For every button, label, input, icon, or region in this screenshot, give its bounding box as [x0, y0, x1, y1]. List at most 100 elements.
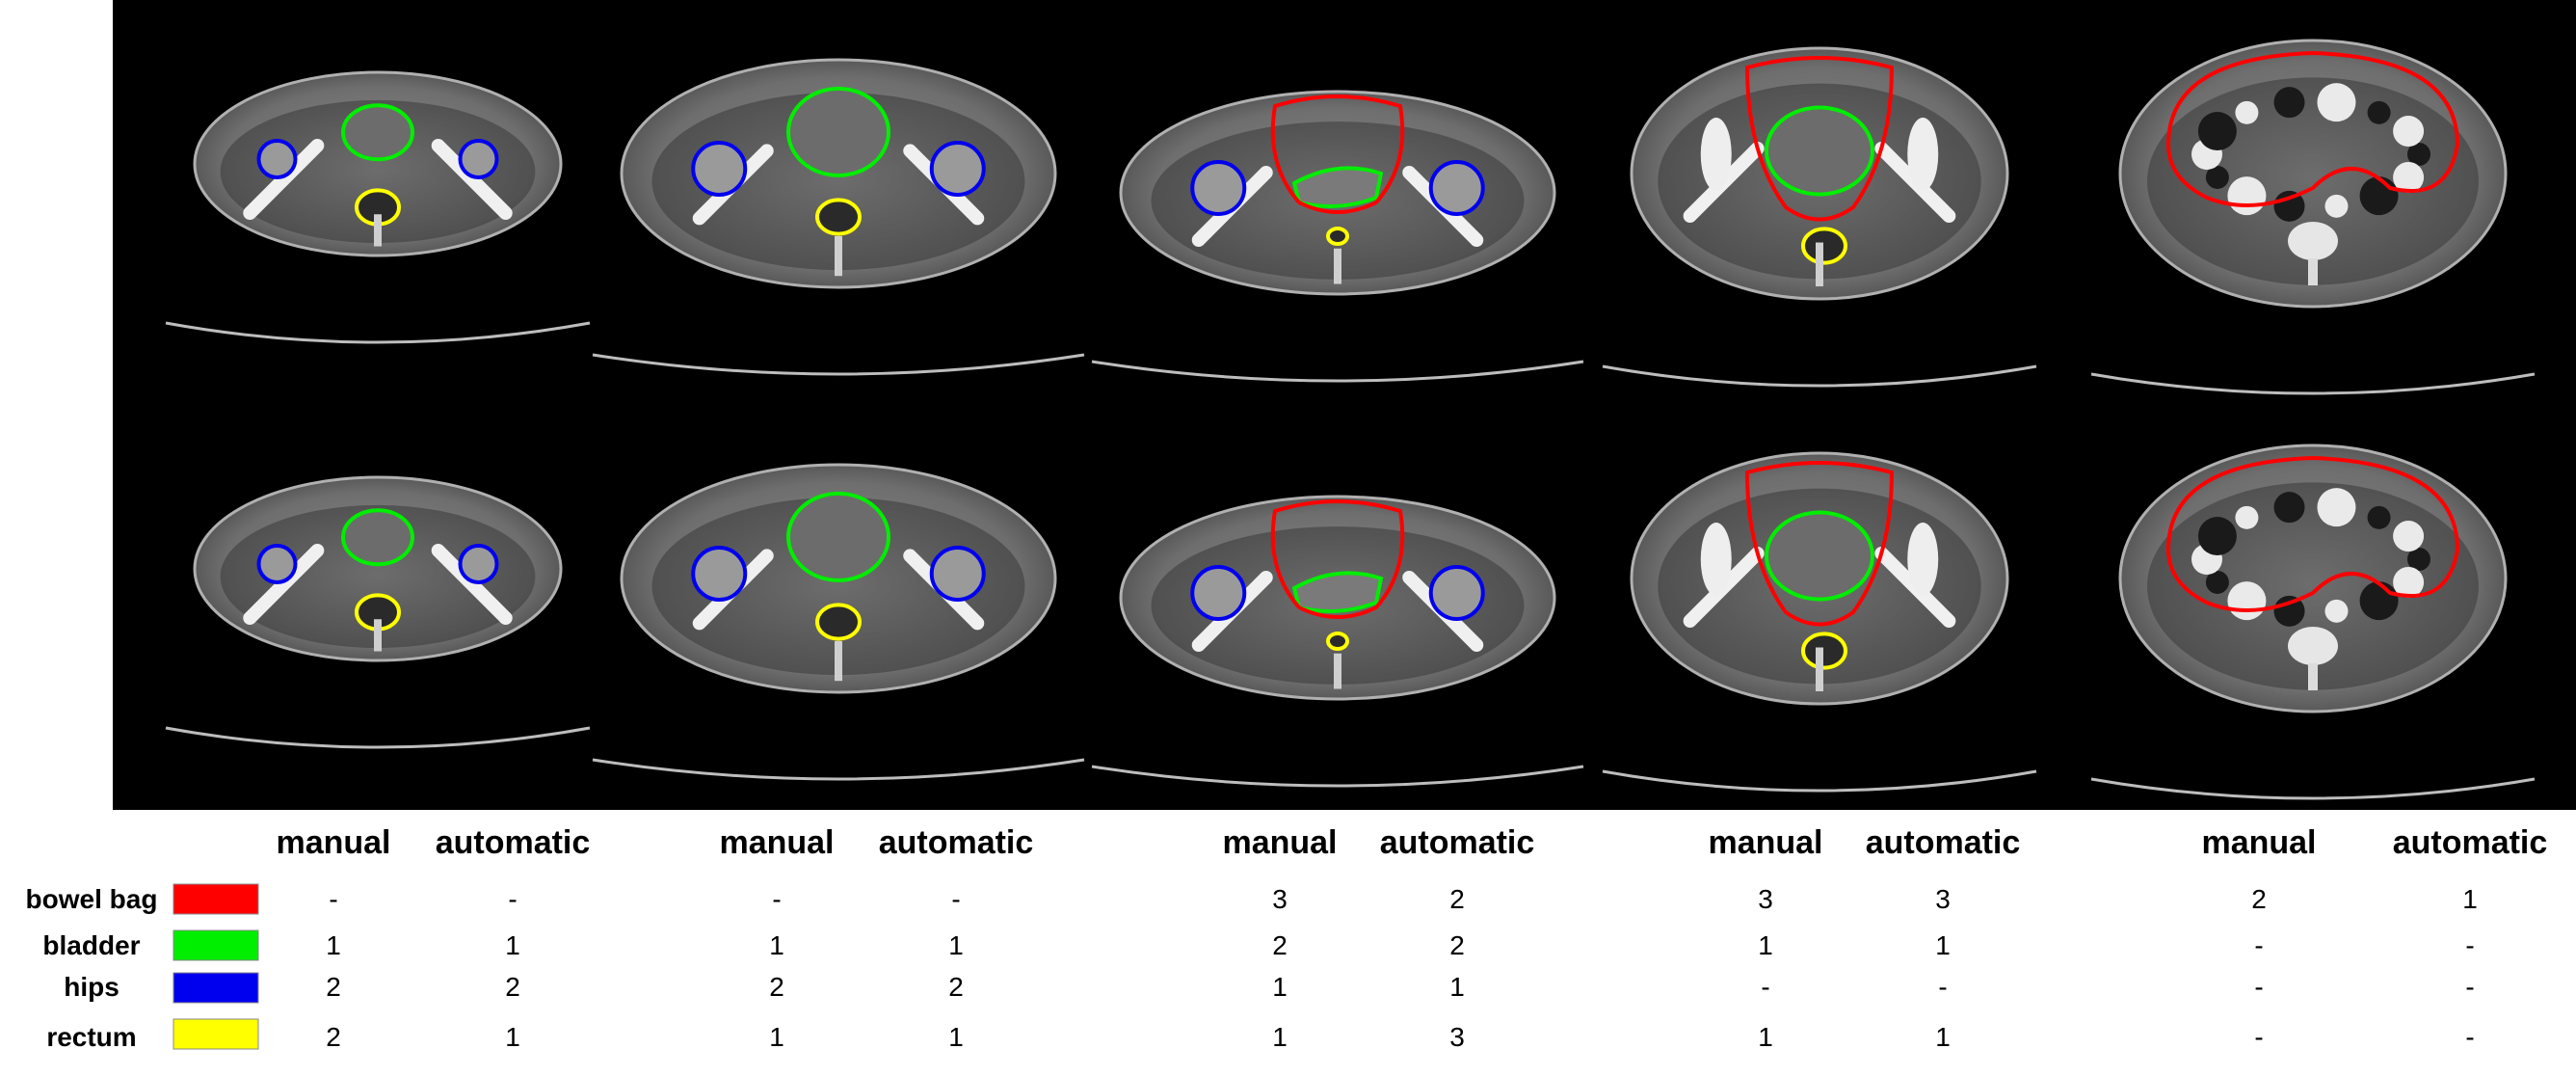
header-automatic-5: automatic: [2393, 824, 2548, 861]
vertebra: [2288, 222, 2338, 260]
cell: 3: [1272, 884, 1288, 914]
cell: 2: [1449, 884, 1465, 914]
cell: 1: [1935, 930, 1951, 960]
spinous-process: [2308, 258, 2318, 285]
swatch-bladder: [173, 929, 259, 961]
cell: 1: [769, 1022, 784, 1052]
hip-contour: [691, 546, 748, 602]
hip-contour: [1428, 565, 1485, 621]
cell: -: [2254, 972, 2263, 1002]
cell: 2: [2251, 884, 2267, 914]
fat-layer: [651, 497, 1025, 676]
header-manual-3: manual: [1222, 824, 1337, 861]
femur-head: [1700, 118, 1732, 191]
rectum-contour: [815, 198, 862, 236]
cell: 2: [769, 972, 784, 1002]
bowel-loop: [2324, 599, 2349, 623]
spine: [1334, 653, 1341, 689]
bowel-loop: [2227, 176, 2267, 216]
cell: -: [508, 884, 517, 914]
ct-slice-r1-c5: [2090, 39, 2536, 395]
ct-slice-r1-c2: [592, 58, 1085, 376]
ct-slice-r2-c2: [592, 463, 1085, 781]
scanner-table: [1602, 769, 2037, 793]
cell: -: [772, 884, 781, 914]
cell: 2: [326, 1022, 341, 1052]
bowel-loop: [2367, 100, 2391, 124]
header-automatic-2: automatic: [879, 824, 1034, 861]
cell: 1: [2462, 884, 2478, 914]
ct-slice-r2-c1: [165, 475, 591, 749]
header-manual-5: manual: [2201, 824, 2316, 861]
scanner-table: [2090, 777, 2536, 800]
vertebra: [2288, 627, 2338, 665]
rectum-contour: [1326, 227, 1349, 246]
ct-slice-r1-c4: [1602, 46, 2037, 388]
cell: 3: [1449, 1022, 1465, 1052]
cell: 1: [948, 930, 964, 960]
spine: [835, 235, 842, 277]
bowel-loop: [2205, 165, 2229, 189]
header-manual-4: manual: [1708, 824, 1822, 861]
cell: -: [951, 884, 960, 914]
fat-layer: [220, 99, 536, 244]
bowel-loop: [2205, 570, 2229, 594]
ct-slice-r2-c3: [1091, 495, 1584, 788]
bowel-loop: [2324, 194, 2349, 218]
bladder-contour: [1291, 166, 1384, 208]
row-label-hips: hips: [64, 972, 120, 1002]
hip-contour: [1190, 565, 1247, 621]
spinous-process: [2308, 663, 2318, 690]
spine: [374, 619, 382, 652]
hip-contour: [1190, 160, 1247, 216]
hip-contour: [256, 544, 298, 584]
row-label-rectum: rectum: [46, 1022, 136, 1052]
ct-slice-r2-c5: [2090, 444, 2536, 800]
scanner-table: [1091, 765, 1584, 788]
swatch-bowel-bag: [173, 883, 259, 915]
bowel-loop: [2235, 505, 2259, 529]
femur-head: [1907, 118, 1939, 191]
bowel-loop: [2393, 116, 2425, 148]
bowel-bag-contour: [1744, 56, 1895, 222]
hip-contour: [1428, 160, 1485, 216]
bowel-loop: [2359, 581, 2399, 621]
bowel-bag-contour: [1270, 499, 1405, 619]
scanner-table: [592, 758, 1085, 781]
bowel-bag-contour: [1744, 461, 1895, 627]
header-automatic-3: automatic: [1380, 824, 1535, 861]
bladder-contour: [341, 508, 414, 567]
hip-contour: [929, 546, 986, 602]
bladder-contour: [1765, 510, 1874, 602]
cell: 1: [505, 1022, 520, 1052]
cell: -: [329, 884, 337, 914]
bowel-bag-contour: [2165, 455, 2460, 612]
bowel-loop: [2393, 566, 2425, 598]
bowel-loop: [2197, 517, 2237, 556]
fat-layer: [651, 92, 1025, 271]
cell: 2: [948, 972, 964, 1002]
bowel-loop: [2273, 492, 2305, 524]
row-label-bowel-bag: bowel bag: [26, 884, 158, 914]
spine: [1334, 248, 1341, 284]
hip-contour: [929, 141, 986, 197]
bowel-loop: [2227, 581, 2267, 621]
hip-contour: [691, 141, 748, 197]
bowel-loop: [2367, 505, 2391, 529]
cell: -: [1938, 972, 1947, 1002]
bladder-contour: [1765, 105, 1874, 197]
cell: -: [2254, 1022, 2263, 1052]
ct-slices: [165, 39, 2536, 800]
cell: 1: [1758, 930, 1773, 960]
scanner-table: [1091, 360, 1584, 383]
cell: 1: [1449, 972, 1465, 1002]
cell: 2: [326, 972, 341, 1002]
cell: -: [2465, 972, 2474, 1002]
bowel-bag-contour: [1270, 94, 1405, 214]
hip-contour: [458, 544, 499, 584]
femur-head: [1700, 523, 1732, 596]
cell: 2: [1272, 930, 1288, 960]
cell: 1: [1758, 1022, 1773, 1052]
rectum-contour: [1801, 632, 1847, 670]
swatch-hips: [173, 972, 259, 1004]
